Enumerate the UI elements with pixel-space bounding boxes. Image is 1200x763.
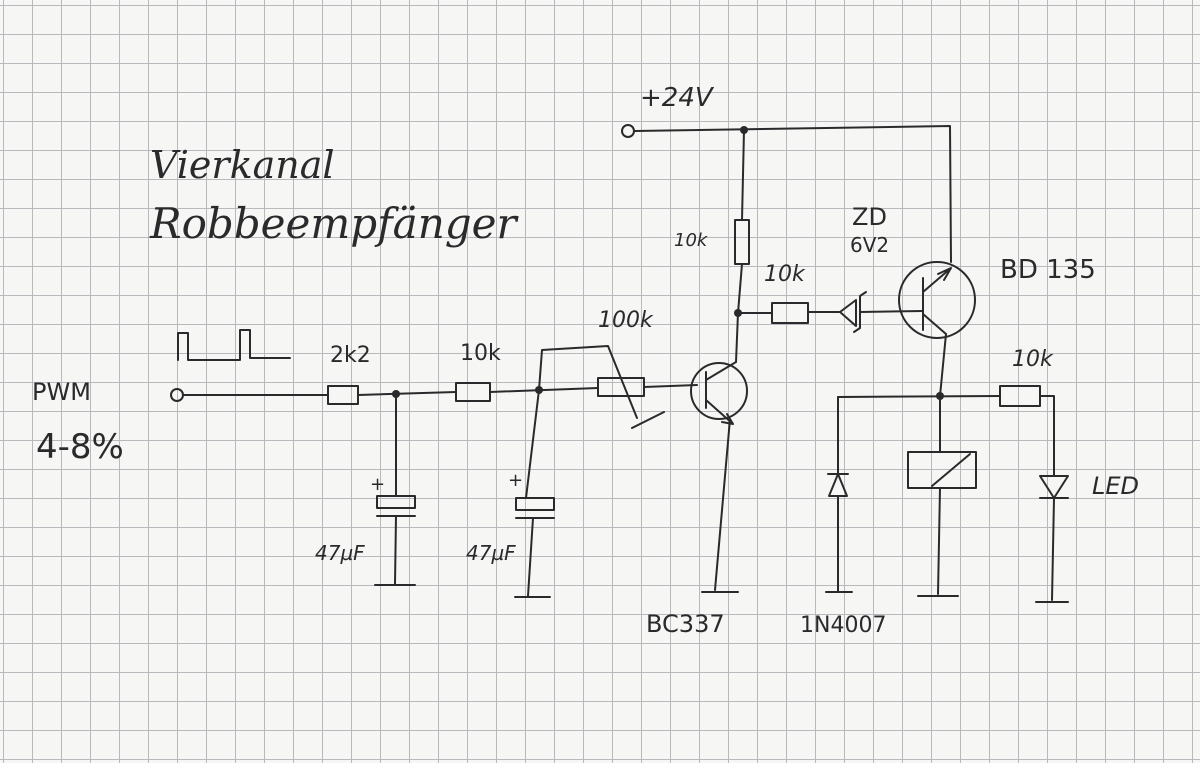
cap1-label: 47µF <box>315 541 365 565</box>
led-resistor-label: 10k <box>1012 347 1054 372</box>
cap1-plus: + <box>370 474 385 495</box>
pwm-input-terminal <box>170 388 184 402</box>
zener-label: ZD <box>852 203 887 231</box>
resistor-10k-a <box>455 382 491 402</box>
supply-terminal <box>621 124 635 138</box>
pwm-label: PWM <box>32 378 91 406</box>
cap1-ground <box>374 515 416 586</box>
resistor-2k2-label: 2k2 <box>330 343 371 368</box>
title-line-1: Vierkanal <box>150 143 335 187</box>
transistor-bd135 <box>898 261 976 339</box>
diode-ground <box>825 495 853 593</box>
cap2-lead-top <box>525 389 540 499</box>
led-symbol <box>1039 475 1069 499</box>
pot-100k-label: 100k <box>598 308 654 333</box>
base-resistor-label: 10k <box>764 262 806 287</box>
bc337-label: BC337 <box>646 610 725 638</box>
resistor-10k-a-label: 10k <box>460 341 501 366</box>
capacitor-1 <box>376 495 416 509</box>
wire-pot-to-base <box>643 384 698 388</box>
wire-10k-to-pot <box>489 387 599 393</box>
resistor-2k2 <box>327 385 359 405</box>
collector-resistor-top-wire <box>741 129 745 221</box>
wire-2k2-to-10k <box>357 391 457 396</box>
bc337-emitter-ground <box>701 418 739 593</box>
resistor-10k-collector <box>734 219 750 265</box>
led-label: LED <box>1092 472 1139 500</box>
diode-label: 1N4007 <box>800 613 886 638</box>
led-top-wire <box>1039 395 1055 477</box>
pwm-waveform <box>177 329 291 361</box>
zener-diode <box>839 291 867 333</box>
pot-wiper-link <box>538 345 665 429</box>
cap2-ground <box>514 517 551 598</box>
bd135-symbol <box>922 267 952 335</box>
collector-resistor-bottom-wire <box>737 263 743 314</box>
resistor-10k-led <box>999 385 1041 407</box>
supply-label: +24V <box>640 83 715 113</box>
relay-coil <box>907 451 977 489</box>
supply-rail <box>633 125 952 263</box>
transistor-bc337 <box>690 362 748 420</box>
led-ground <box>1035 497 1069 603</box>
diode-1n4007 <box>827 473 849 497</box>
title-line-2: Robbeempfänger <box>149 199 519 248</box>
zener-value-label: 6V2 <box>850 233 889 257</box>
output-node-wire <box>837 395 1001 398</box>
bc337-symbol <box>705 361 737 425</box>
relay-coil-mark <box>931 453 971 487</box>
cap2-label: 47µF <box>466 541 516 565</box>
cap2-plus: + <box>508 470 523 491</box>
pwm-range-label: 4-8% <box>36 427 124 467</box>
resistor-10k-base <box>771 302 809 324</box>
bd135-emitter-wire <box>939 333 947 397</box>
wire-zener-to-bd135 <box>859 310 924 313</box>
capacitor-2 <box>515 497 555 511</box>
bc337-collector-wire <box>735 312 739 363</box>
relay-ground <box>917 487 959 597</box>
collector-resistor-label: 10k <box>674 230 709 251</box>
bd135-label: BD 135 <box>1000 255 1096 285</box>
